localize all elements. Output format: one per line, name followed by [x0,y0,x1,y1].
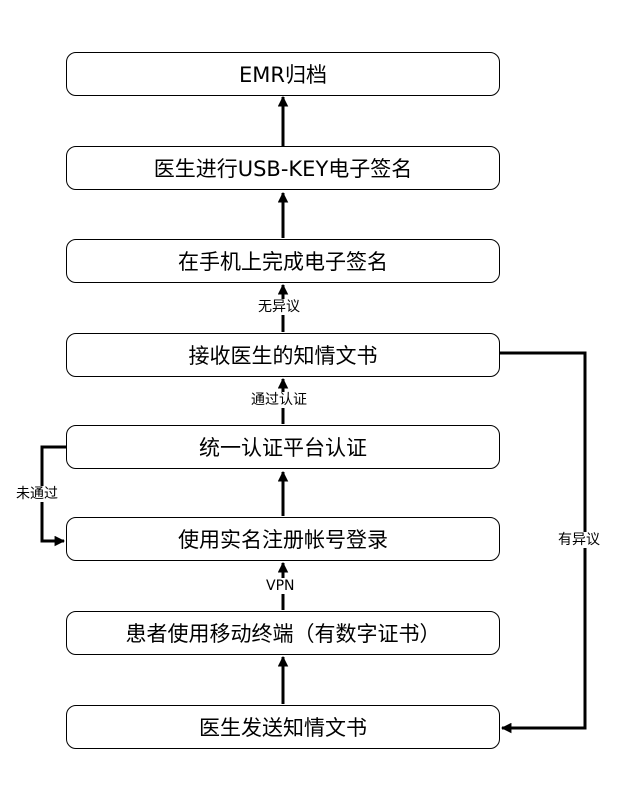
step-doctor-send: 医生发送知情文书 [66,705,500,749]
step-receive-document: 接收医生的知情文书 [66,333,500,377]
step-label: 统一认证平台认证 [199,436,367,460]
step-label: 患者使用移动终端（有数字证书） [125,622,441,646]
edge-label-vpn: VPN [264,578,297,594]
step-label: 接收医生的知情文书 [188,344,378,368]
step-realname-login: 使用实名注册帐号登录 [66,517,500,561]
edge-label-passed: 通过认证 [249,392,309,408]
step-label: 医生进行USB-KEY电子签名 [153,157,413,181]
edge-label-no-objection: 无异议 [256,299,302,315]
step-label: 使用实名注册帐号登录 [178,528,388,552]
step-label: EMR归档 [239,63,327,87]
edge-label-has-objection: 有异议 [556,532,602,548]
step-label: 在手机上完成电子签名 [178,250,388,274]
step-patient-mobile: 患者使用移动终端（有数字证书） [66,611,500,655]
step-usbkey-sign: 医生进行USB-KEY电子签名 [66,146,500,190]
step-unified-auth: 统一认证平台认证 [66,425,500,469]
step-label: 医生发送知情文书 [199,716,367,740]
edge-label-not-passed: 未通过 [14,486,60,502]
step-emr-archive: EMR归档 [66,52,500,96]
step-phone-sign: 在手机上完成电子签名 [66,239,500,283]
